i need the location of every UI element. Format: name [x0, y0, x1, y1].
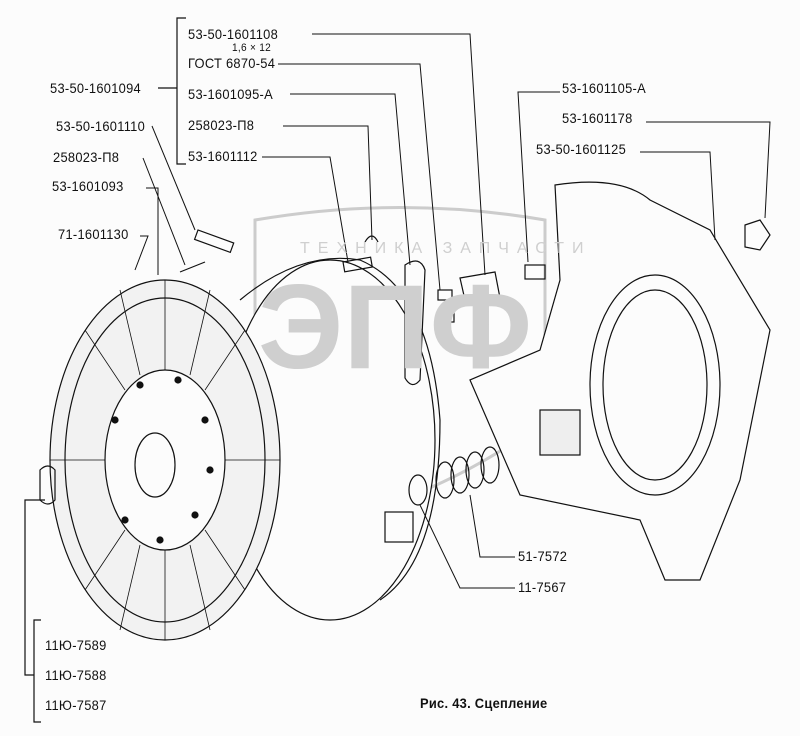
label-258023-p8-left: 258023-П8 — [53, 149, 120, 165]
label-53-1601093: 53-1601093 — [52, 178, 124, 194]
label-53-1601095-a: 53-1601095-А — [188, 86, 273, 102]
disc-segments — [50, 280, 280, 640]
cotter-pin-left — [179, 261, 206, 273]
pin-1601112 — [342, 256, 374, 273]
nut-1601178 — [744, 219, 771, 251]
label-53-50-1601108: 53-50-1601108 — [188, 26, 279, 42]
pin-1601110 — [193, 229, 235, 254]
leader-7589 — [24, 499, 45, 676]
housing-window — [539, 409, 581, 456]
bracket-top — [176, 17, 186, 165]
spring-clip — [39, 465, 56, 505]
label-53-1601112: 53-1601112 — [188, 148, 258, 164]
spring-51-7572 — [435, 446, 500, 499]
label-11yu-7587: 11Ю-7587 — [45, 697, 107, 713]
label-51-7572: 51-7572 — [518, 548, 568, 564]
clutch-housing — [469, 181, 771, 581]
label-53-1601178: 53-1601178 — [562, 110, 633, 126]
lever-1601095 — [404, 260, 426, 386]
label-gost: ГОСТ 6870-54 — [188, 55, 276, 71]
needle-bearing-1 — [437, 289, 453, 301]
needle-bearing-2 — [439, 311, 455, 323]
fork-1601108 — [459, 271, 501, 301]
label-258023-p8-right: 258023-П8 — [188, 117, 255, 133]
disc-hub — [104, 369, 226, 551]
disc-rivets — [111, 376, 214, 544]
label-53-1601105-a: 53-1601105-А — [562, 80, 647, 96]
label-53-50-1601110: 53-50-1601110 — [56, 118, 146, 134]
figure-caption: Рис. 43. Сцепление — [420, 695, 548, 711]
nut-1601105 — [524, 264, 546, 280]
label-11yu-7588: 11Ю-7588 — [45, 667, 107, 683]
label-11yu-7589: 11Ю-7589 — [45, 637, 107, 653]
label-53-50-1601125: 53-50-1601125 — [536, 141, 627, 157]
label-53-50-1601094: 53-50-1601094 — [50, 80, 141, 96]
pressure-lug — [384, 511, 414, 543]
washer-11-7567 — [408, 474, 428, 506]
label-11-7567: 11-7567 — [518, 579, 567, 595]
label-pin-size: 1,6 × 12 — [232, 42, 272, 54]
bracket-bottom — [33, 619, 41, 723]
label-71-1601130: 71-1601130 — [58, 226, 129, 242]
